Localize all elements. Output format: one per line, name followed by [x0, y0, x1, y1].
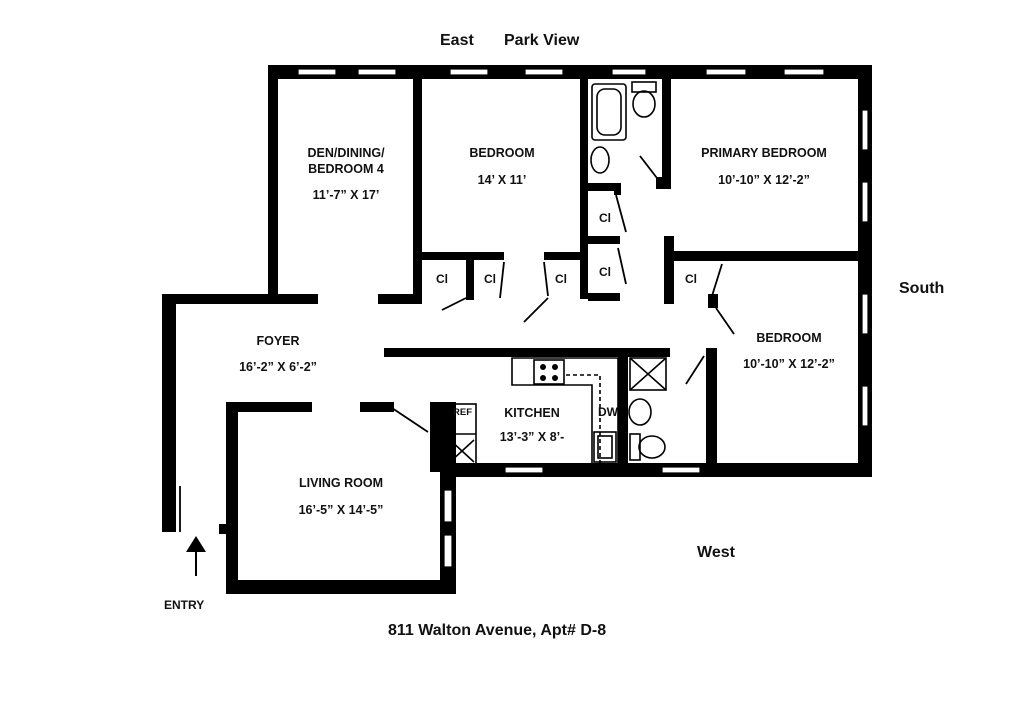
closet-label: Cl	[484, 272, 496, 286]
fixtures	[447, 81, 667, 467]
room-primary-bedroom: PRIMARY BEDROOM 10’-10” X 12’-2”	[694, 146, 834, 188]
room-kitchen-name: KITCHEN	[504, 406, 560, 420]
room-living-room-size: 16’-5” X 14’-5”	[298, 502, 384, 517]
room-bedroom-north-name: BEDROOM	[469, 146, 535, 160]
room-bedroom-north-size: 14’ X 11’	[477, 172, 527, 187]
room-den-name-line1: DEN/DINING/	[307, 146, 385, 160]
room-foyer-size: 16’-2” X 6’-2”	[239, 359, 317, 374]
orientation-east: East	[440, 32, 474, 49]
closet-label: Cl	[436, 272, 448, 286]
room-den-size: 11’-7” X 17’	[312, 188, 380, 203]
closet-label: Cl	[685, 272, 697, 286]
interior-walls	[384, 79, 858, 475]
room-bedroom-south-size: 10’-10” X 12’-2”	[743, 356, 835, 371]
refrigerator-label: REF	[453, 407, 472, 418]
room-living-room-name: LIVING ROOM	[298, 476, 384, 490]
entry-label: ENTRY	[164, 598, 205, 612]
closet-label: Cl	[599, 265, 611, 279]
room-primary-bedroom-size: 10’-10” X 12’-2”	[718, 172, 810, 187]
exterior-walls	[162, 65, 872, 594]
room-bedroom-south: BEDROOM 10’-10” X 12’-2”	[734, 331, 844, 372]
entry-arrow	[186, 536, 206, 576]
orientation-west: West	[697, 544, 735, 561]
room-den-name-line2: BEDROOM 4	[308, 161, 384, 176]
address-label: 811 Walton Avenue, Apt# D-8	[388, 622, 607, 639]
doors	[179, 155, 735, 532]
room-foyer: FOYER 16’-2” X 6’-2”	[228, 334, 328, 375]
orientation-park-view: Park View	[504, 32, 580, 49]
closet-label: Cl	[555, 272, 567, 286]
room-primary-bedroom-name: PRIMARY BEDROOM	[701, 146, 827, 160]
room-kitchen-size: 13’-3” X 8’-	[499, 429, 565, 444]
room-bedroom-north: BEDROOM 14’ X 11’	[456, 146, 548, 188]
room-living-room: LIVING ROOM 16’-5” X 14’-5”	[286, 476, 396, 518]
room-kitchen: KITCHEN 13’-3” X 8’-	[492, 406, 572, 445]
dishwasher-label: DW	[598, 405, 618, 419]
orientation-south: South	[899, 280, 945, 297]
closet-label: Cl	[599, 211, 611, 225]
room-den: DEN/DINING/ BEDROOM 4 11’-7” X 17’	[296, 146, 396, 204]
windows	[297, 68, 869, 568]
room-bedroom-south-name: BEDROOM	[756, 331, 822, 345]
room-foyer-name: FOYER	[256, 334, 300, 348]
